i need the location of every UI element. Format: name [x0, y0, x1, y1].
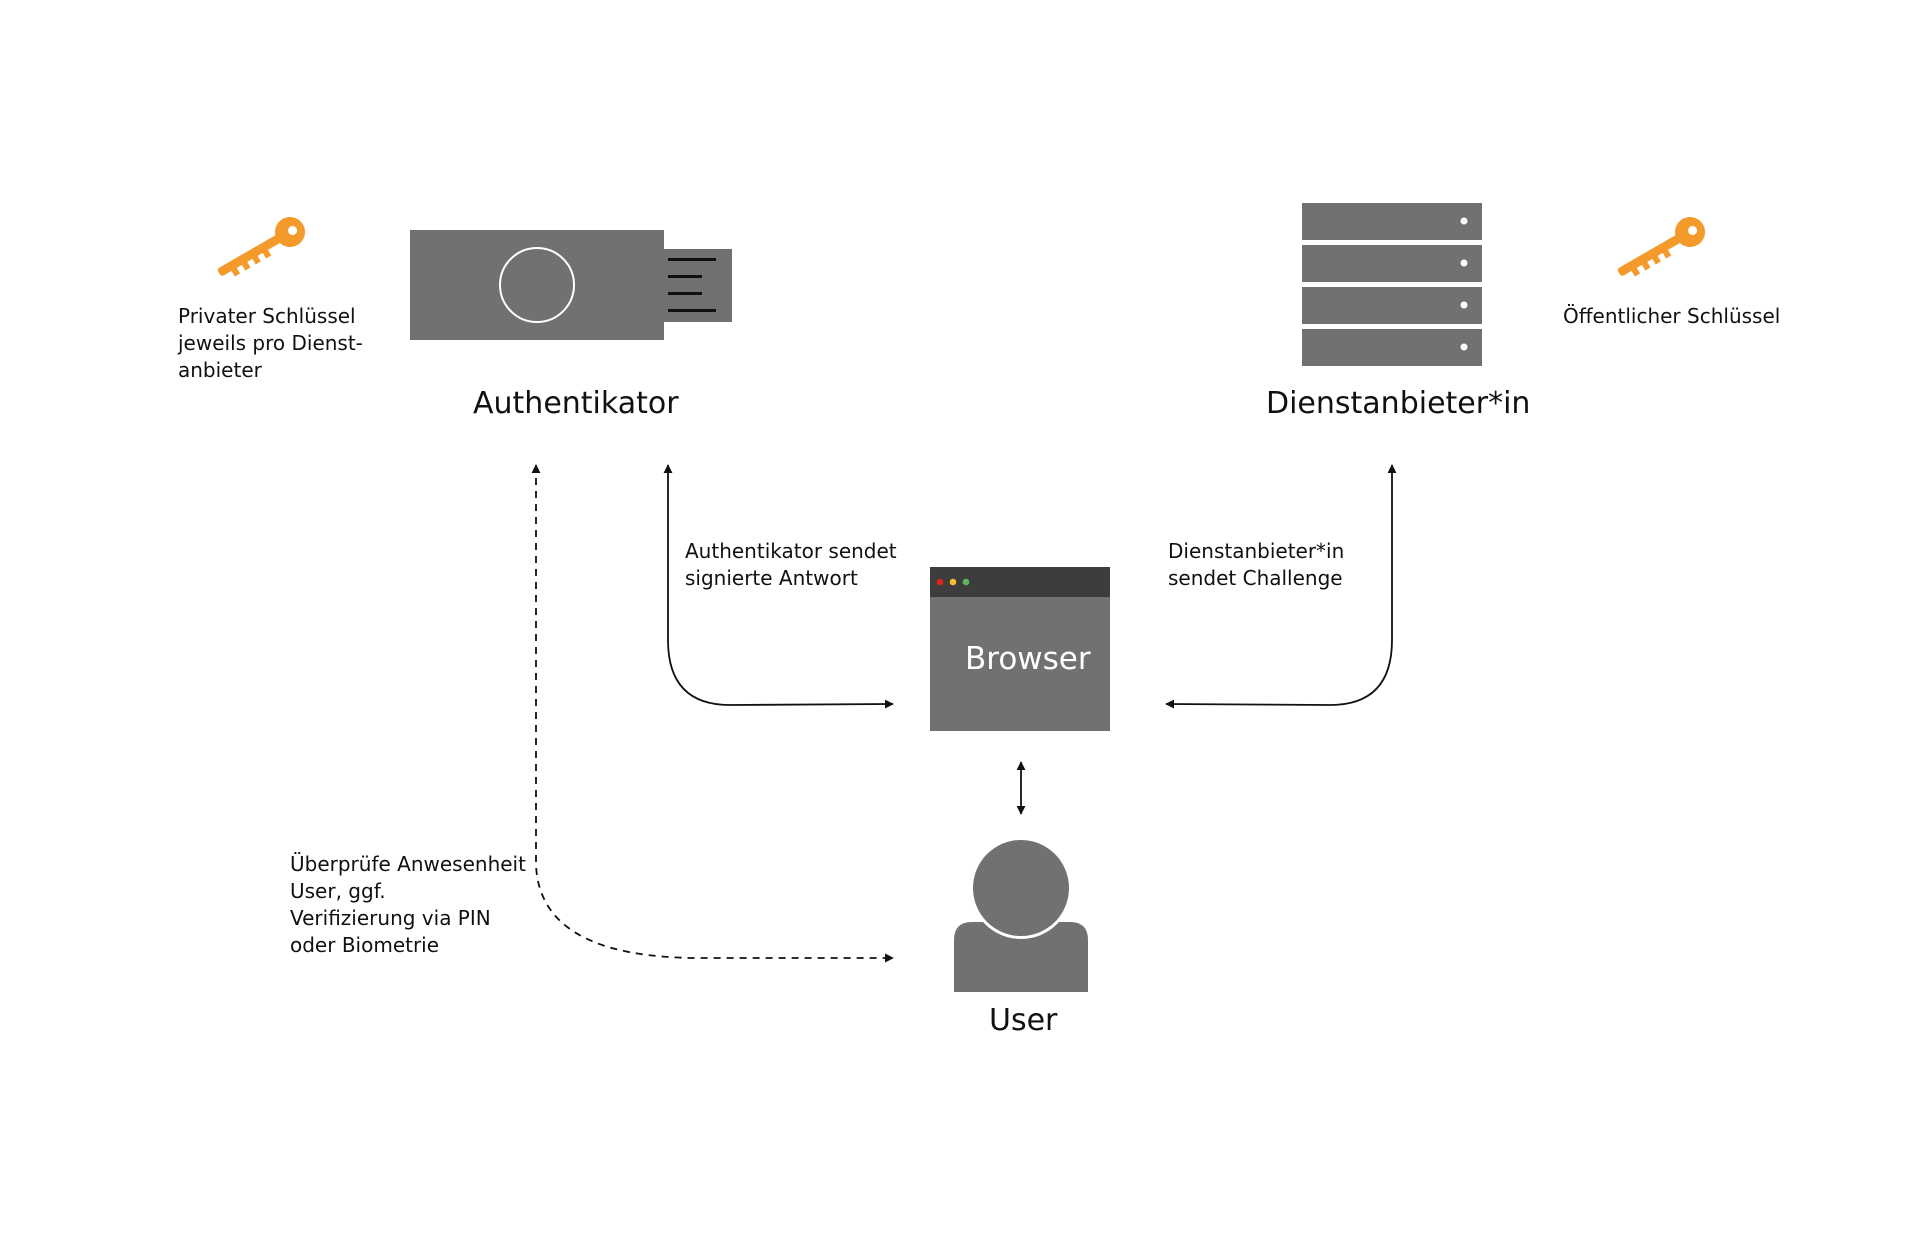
user-verification-label: Überprüfe Anwesenheit User, ggf. Verifiz… — [290, 852, 526, 957]
usb-key-icon — [410, 230, 732, 340]
authenticator-title: Authentikator — [473, 386, 679, 421]
arrow-service-browser — [1165, 464, 1397, 709]
server-icon — [1302, 203, 1482, 366]
arrow-authenticator-user-dashed — [531, 464, 894, 963]
user-icon — [954, 837, 1088, 992]
browser-title: Browser — [965, 641, 1091, 677]
service-provider-title: Dienstanbieter*in — [1266, 386, 1531, 421]
authenticator-response-label: Authentikator sendet signierte Antwort — [685, 539, 897, 590]
public-key-label: Öffentlicher Schlüssel — [1563, 304, 1781, 328]
private-key-label: Privater Schlüssel jeweils pro Dienst- a… — [178, 304, 363, 382]
user-title: User — [989, 1003, 1058, 1038]
private-key-icon — [217, 217, 305, 277]
service-challenge-label: Dienstanbieter*in sendet Challenge — [1168, 539, 1345, 590]
public-key-icon — [1617, 217, 1705, 277]
browser-window-icon — [930, 567, 1110, 731]
